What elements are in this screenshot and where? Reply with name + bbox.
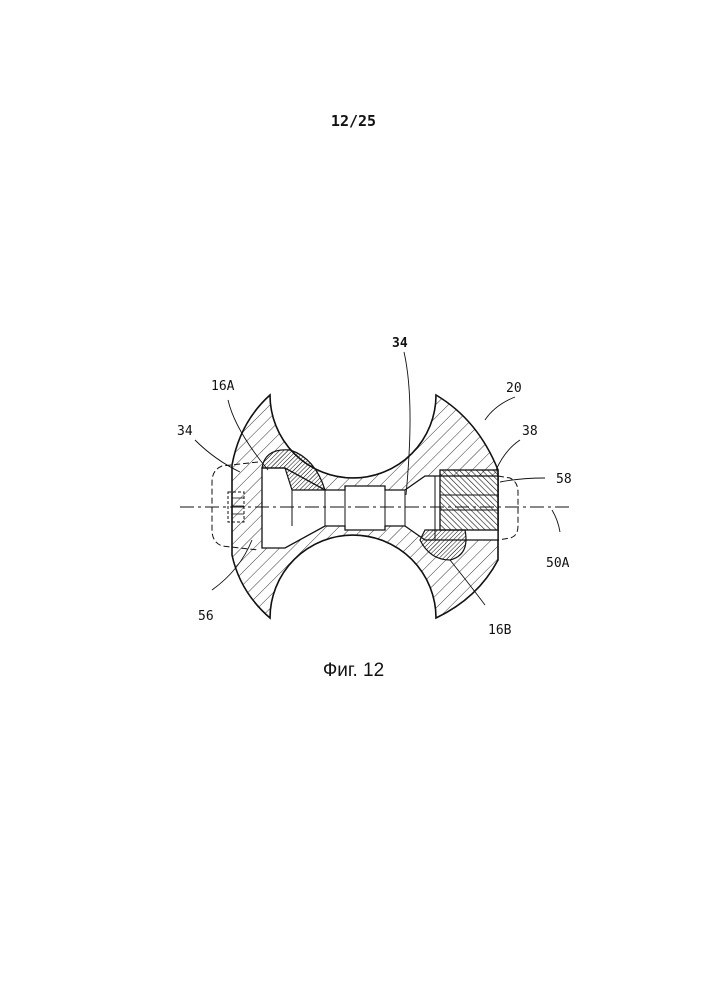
label-38: 38 xyxy=(522,424,538,439)
figure-caption: Фиг. 12 xyxy=(0,660,707,682)
threaded-nut xyxy=(440,470,498,530)
label-50A: 50A xyxy=(546,556,570,571)
label-34-left: 34 xyxy=(177,424,193,439)
label-58: 58 xyxy=(556,472,572,487)
label-56: 56 xyxy=(198,609,214,624)
label-20: 20 xyxy=(506,381,522,396)
label-16B: 16B xyxy=(488,623,512,638)
nut-outline xyxy=(498,476,518,540)
label-34-top: 34 xyxy=(392,336,408,351)
label-16A: 16A xyxy=(211,379,235,394)
